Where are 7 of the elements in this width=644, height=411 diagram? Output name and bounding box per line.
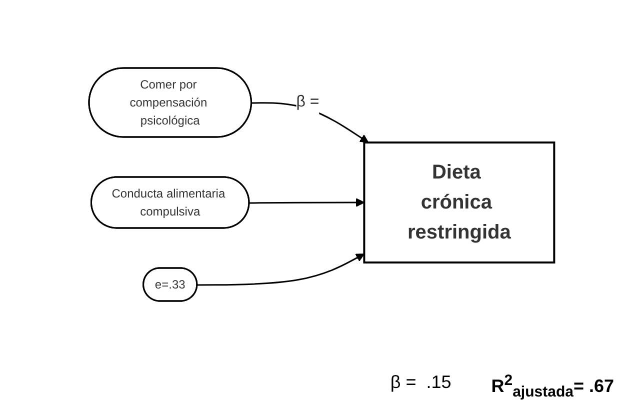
statistic-label: β = .15: [390, 372, 452, 394]
arrow: [250, 198, 365, 207]
edge-label: β =: [296, 93, 320, 110]
arrow: [198, 253, 365, 286]
statistic-label: R$^{2}$$_{ajustada}$= .67: [491, 372, 614, 401]
arrow: [252, 102, 370, 143]
node-box: Dieta crónica restringida: [364, 141, 556, 264]
